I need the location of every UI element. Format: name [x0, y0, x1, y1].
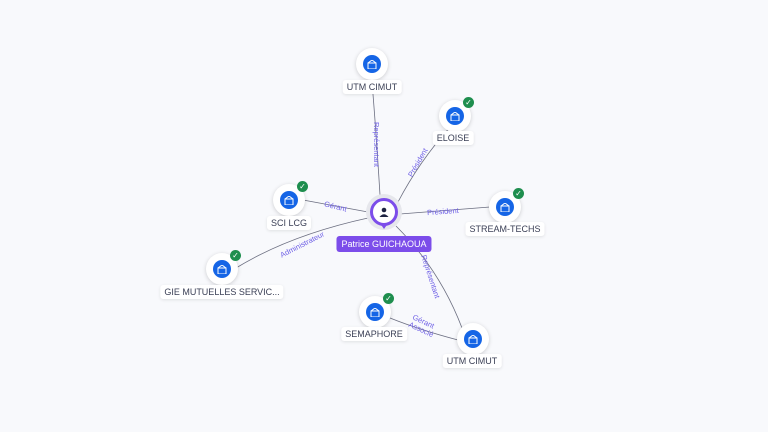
company-node-stream-techs[interactable]: ✓ — [489, 188, 524, 223]
company-label[interactable]: SEMAPHORE — [341, 327, 407, 341]
edge-sci-lcg — [302, 199, 369, 213]
building-icon — [496, 198, 514, 216]
building-icon — [366, 303, 384, 321]
company-label[interactable]: STREAM-TECHS — [465, 222, 545, 236]
building-icon — [446, 107, 464, 125]
building-icon — [464, 330, 482, 348]
company-node-utm-cimut-bottom[interactable] — [457, 323, 489, 355]
company-label[interactable]: UTM CIMUT — [442, 354, 502, 368]
verified-check-icon: ✓ — [230, 250, 241, 261]
edge-stream — [399, 206, 491, 215]
company-label[interactable]: ELOISE — [432, 131, 474, 145]
edge-label: Représentant — [372, 121, 382, 168]
company-node-semaphore[interactable]: ✓ — [359, 293, 394, 328]
company-label[interactable]: UTM CIMUT — [342, 80, 402, 94]
company-label[interactable]: SCI LCG — [266, 216, 312, 230]
person-icon — [379, 207, 389, 217]
edge-gie — [235, 217, 369, 269]
building-icon — [213, 260, 231, 278]
edge-semaphore — [389, 317, 459, 341]
verified-check-icon: ✓ — [383, 293, 394, 304]
building-icon — [363, 55, 381, 73]
company-node-eloise[interactable]: ✓ — [439, 97, 474, 132]
verified-check-icon: ✓ — [297, 181, 308, 192]
company-node-gie-mutuelles[interactable]: ✓ — [206, 250, 241, 285]
edge-utm-bottom — [395, 225, 463, 329]
verified-check-icon: ✓ — [463, 97, 474, 108]
company-node-sci-lcg[interactable]: ✓ — [273, 181, 308, 216]
verified-check-icon: ✓ — [513, 188, 524, 199]
building-icon — [280, 191, 298, 209]
company-label[interactable]: GIE MUTUELLES SERVIC... — [160, 285, 284, 299]
person-label[interactable]: Patrice GUICHAOUA — [336, 236, 432, 252]
company-node-utm-cimut-top[interactable] — [356, 48, 388, 80]
person-node[interactable] — [370, 198, 398, 226]
